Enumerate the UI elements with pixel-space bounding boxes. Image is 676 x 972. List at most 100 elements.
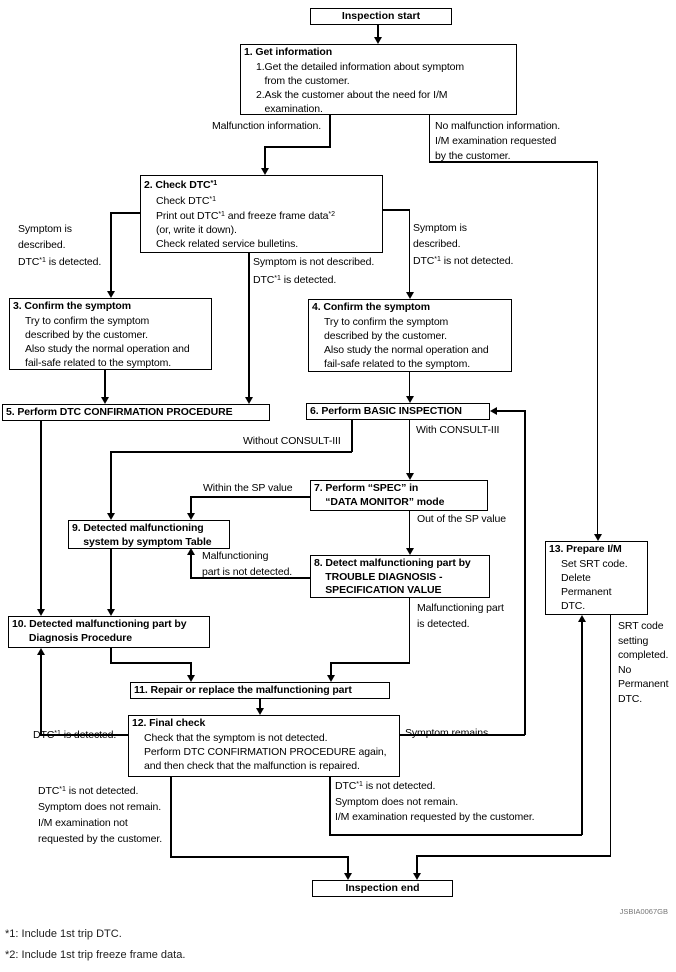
footnote-2: *2: Include 1st trip freeze frame data. xyxy=(5,949,186,961)
connector-b12-b13-seg1 xyxy=(329,777,331,835)
connector-b9-b10 xyxy=(110,549,112,610)
connector-b12-end-seg2 xyxy=(170,856,348,858)
arrow-b2-b3 xyxy=(107,291,115,298)
connector-b8-b9-seg2 xyxy=(190,554,192,578)
connector-b8-b11-seg3 xyxy=(330,662,332,676)
inspection-end-label: Inspection end xyxy=(345,881,420,894)
flow-box-10-diagnosis-procedure: 10. Detected malfunctioning part by Diag… xyxy=(8,616,210,648)
connector-b12-b10-seg2 xyxy=(40,654,42,735)
box2-body: Check DTC*1 Print out DTC*1 and freeze f… xyxy=(156,194,336,250)
connector-b4-b6 xyxy=(408,372,410,397)
connector-b2-b3-seg2 xyxy=(110,212,112,292)
connector-b12-end-seg1 xyxy=(170,777,172,857)
arrow-b6-b7 xyxy=(405,473,414,480)
connector-b6-b9-seg1 xyxy=(351,419,353,452)
connector-b7-b9-seg1 xyxy=(190,496,310,498)
inspection-start-label: Inspection start xyxy=(341,9,421,22)
arrow-b7-b8 xyxy=(405,548,414,555)
arrow-b13-end xyxy=(413,873,421,880)
connector-b12-end-seg3 xyxy=(347,856,349,874)
connector-b12-b10-seg1 xyxy=(40,734,128,736)
connector-b13-end-seg1 xyxy=(609,615,611,856)
box3-title: 3. Confirm the symptom xyxy=(13,300,131,312)
arrow-b1-b2 xyxy=(261,168,269,175)
box12-title: 12. Final check xyxy=(132,717,206,729)
box13-title: 13. Prepare I/M xyxy=(549,543,622,555)
connector-b12-b6-seg2 xyxy=(524,410,526,735)
connector-b6-b7 xyxy=(408,419,410,474)
box12-body: Check that the symptom is not detected. … xyxy=(144,731,387,772)
arrow-b5-b10 xyxy=(37,609,45,616)
connector-b12-b13-seg2 xyxy=(329,834,582,836)
connector-b1-b2-seg3 xyxy=(264,146,266,169)
box6-title: 6. Perform BASIC INSPECTION xyxy=(310,404,462,417)
connector-b1-b2-seg2 xyxy=(264,146,331,148)
figure-id: JSBIA0067GB xyxy=(619,907,668,916)
box3-body: Try to confirm the symptom described by … xyxy=(25,314,190,369)
connector-b10-b11-seg1 xyxy=(110,648,112,663)
flow-box-8-trouble-diagnosis-specification-value: 8. Detect malfunctioning part by TROUBLE… xyxy=(310,555,490,598)
connector-b7-b8 xyxy=(408,510,410,549)
connector-b12-b13-seg3 xyxy=(581,621,583,835)
connector-b12-b6-seg3 xyxy=(497,410,525,412)
flow-box-7-spec-data-monitor: 7. Perform “SPEC” in “DATA MONITOR” mode xyxy=(310,480,488,511)
edge-label-end-right: DTC*1 is not detected. Symptom does not … xyxy=(335,780,535,823)
connector-b2-b4-seg2 xyxy=(408,209,410,293)
edge-label-malf-part-not-detected: Malfunctioning part is not detected. xyxy=(202,550,293,578)
box1-body: 1.Get the detailed information about sym… xyxy=(256,60,465,115)
connector-b10-b11-seg2 xyxy=(110,662,191,664)
box1-title: 1. Get information xyxy=(244,46,333,58)
flow-box-6-basic-inspection: 6. Perform BASIC INSPECTION xyxy=(306,403,490,420)
arrow-b2-b5 xyxy=(245,397,253,404)
arrow-b4-b6 xyxy=(405,396,414,403)
connector-b13-end-seg3 xyxy=(416,855,418,874)
connector-b3-b5 xyxy=(104,370,106,398)
edge-label-symptom-not-described-dtc-detected: Symptom is not described. DTC*1 is detec… xyxy=(253,256,375,286)
flow-box-4-confirm-symptom: 4. Confirm the symptom Try to confirm th… xyxy=(308,299,512,372)
flow-box-2-check-dtc: 2. Check DTC*1 Check DTC*1 Print out DTC… xyxy=(140,175,383,253)
connector-b12-b6-seg1 xyxy=(400,734,525,736)
connector-b2-b3-seg1 xyxy=(110,212,140,214)
box10-title: 10. Detected malfunctioning part by Diag… xyxy=(12,618,187,644)
arrow-b1-b13 xyxy=(593,534,602,541)
connector-b10-b11-seg3 xyxy=(190,662,192,676)
box8-title: 8. Detect malfunctioning part by TROUBLE… xyxy=(314,557,471,596)
connector-b2-b4-seg1 xyxy=(383,209,410,211)
arrow-b12-b6 xyxy=(490,407,497,415)
connector-start-b1 xyxy=(377,25,379,38)
edge-label-out-of-sp-value: Out of the SP value xyxy=(417,513,506,525)
edge-label-symptom-described-dtc-not-detected: Symptom is described. DTC*1 is not detec… xyxy=(413,222,514,267)
edge-label-malf-part-detected: Malfunctioning part is detected. xyxy=(417,602,504,630)
edge-label-symptom-described-dtc-detected: Symptom is described. DTC*1 is detected. xyxy=(18,223,102,268)
flow-box-5-dtc-confirmation-procedure: 5. Perform DTC CONFIRMATION PROCEDURE xyxy=(2,404,270,421)
flow-box-13-prepare-im: 13. Prepare I/M Set SRT code. Delete Per… xyxy=(545,541,648,615)
edge-label-within-sp-value: Within the SP value xyxy=(203,482,293,494)
connector-b8-b9-seg1 xyxy=(190,577,310,579)
box4-body: Try to confirm the symptom described by … xyxy=(324,315,489,370)
box11-title: 11. Repair or replace the malfunctioning… xyxy=(134,683,352,696)
arrow-b3-b5 xyxy=(101,397,109,404)
arrow-b6-b9 xyxy=(107,513,115,520)
footnote-1: *1: Include 1st trip DTC. xyxy=(5,928,122,940)
edge-label-with-consult-iii: With CONSULT-III xyxy=(416,424,500,436)
arrow-b2-b4 xyxy=(405,292,414,299)
arrow-b12-end xyxy=(344,873,352,880)
connector-b6-b9-seg3 xyxy=(110,451,112,514)
connector-b13-end-seg2 xyxy=(416,855,611,857)
edge-label-end-left: DTC*1 is not detected. Symptom does not … xyxy=(38,785,163,845)
arrow-b12-b10 xyxy=(37,648,45,655)
flow-node-inspection-end: Inspection end xyxy=(312,880,453,897)
arrow-b12-b13 xyxy=(578,615,586,622)
flow-box-12-final-check: 12. Final check Check that the symptom i… xyxy=(128,715,400,777)
edge-label-malfunction-information: Malfunction information. xyxy=(212,120,322,132)
edge-label-no-malfunction-information: No malfunction information. I/M examinat… xyxy=(435,120,561,162)
connector-b1-b13-seg2 xyxy=(428,161,598,163)
arrow-b9-b10 xyxy=(107,609,115,616)
edge-label-symptom-remains: Symptom remains. xyxy=(405,727,491,739)
connector-b8-b11-seg2 xyxy=(330,662,410,664)
flow-box-1-get-information: 1. Get information 1.Get the detailed in… xyxy=(240,44,517,115)
connector-b1-b13-seg1 xyxy=(428,115,430,162)
connector-b1-b2-seg1 xyxy=(329,115,331,147)
edge-label-srt-code-completed: SRT code setting completed. No Permanent… xyxy=(618,620,669,705)
